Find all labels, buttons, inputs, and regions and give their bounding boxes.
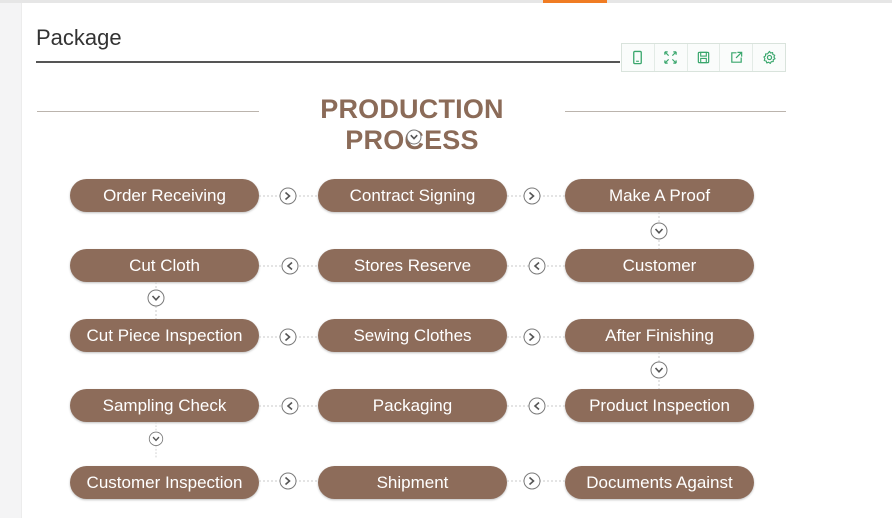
chevron-down-icon [147,282,165,319]
settings-button[interactable] [753,44,785,71]
mobile-icon [633,50,643,65]
title-rule-left [37,111,259,112]
top-border [0,0,892,3]
chevron-right-icon [259,187,317,205]
fullscreen-icon [664,51,677,64]
section-title-underline [36,61,620,63]
chevron-left-icon [259,397,317,415]
chevron-down-icon [148,422,164,459]
mobile-view-button[interactable] [622,44,655,71]
chevron-left-icon [259,257,317,275]
step-packaging: Packaging [318,389,507,422]
settings-icon [762,50,776,64]
chevron-right-icon [507,328,565,346]
share-button[interactable] [720,44,754,71]
step-shipment: Shipment [318,466,507,499]
chevron-left-icon [507,257,565,275]
diagram-title: PRODUCTION PROCESS [320,94,504,155]
active-tab-indicator[interactable] [543,0,607,3]
step-customer-inspection: Customer Inspection [70,466,259,499]
image-toolbar [621,43,786,72]
step-product-inspection: Product Inspection [565,389,754,422]
step-sampling-check: Sampling Check [70,389,259,422]
chevron-right-icon [507,472,565,490]
section-title: Package [36,25,122,50]
chevron-right-icon [259,472,317,490]
step-sewing-clothes: Sewing Clothes [318,319,507,352]
step-customer: Customer [565,249,754,282]
step-make-a-proof: Make A Proof [565,179,754,212]
step-after-finishing: After Finishing [565,319,754,352]
title-rule-right [565,111,786,112]
chevron-right-icon [259,328,317,346]
step-order-receiving: Order Receiving [70,179,259,212]
save-button[interactable] [688,44,721,71]
chevron-down-icon [650,212,668,249]
step-documents-against: Documents Against [565,466,754,499]
fullscreen-button[interactable] [655,44,688,71]
share-icon [730,51,743,63]
chevron-right-icon [507,187,565,205]
step-cut-piece-inspection: Cut Piece Inspection [70,319,259,352]
step-stores-reserve: Stores Reserve [318,249,507,282]
step-cut-cloth: Cut Cloth [70,249,259,282]
chevron-left-icon [507,397,565,415]
chevron-down-icon [406,129,422,145]
save-icon [697,51,710,64]
step-contract-signing: Contract Signing [318,179,507,212]
chevron-down-icon [650,352,668,389]
